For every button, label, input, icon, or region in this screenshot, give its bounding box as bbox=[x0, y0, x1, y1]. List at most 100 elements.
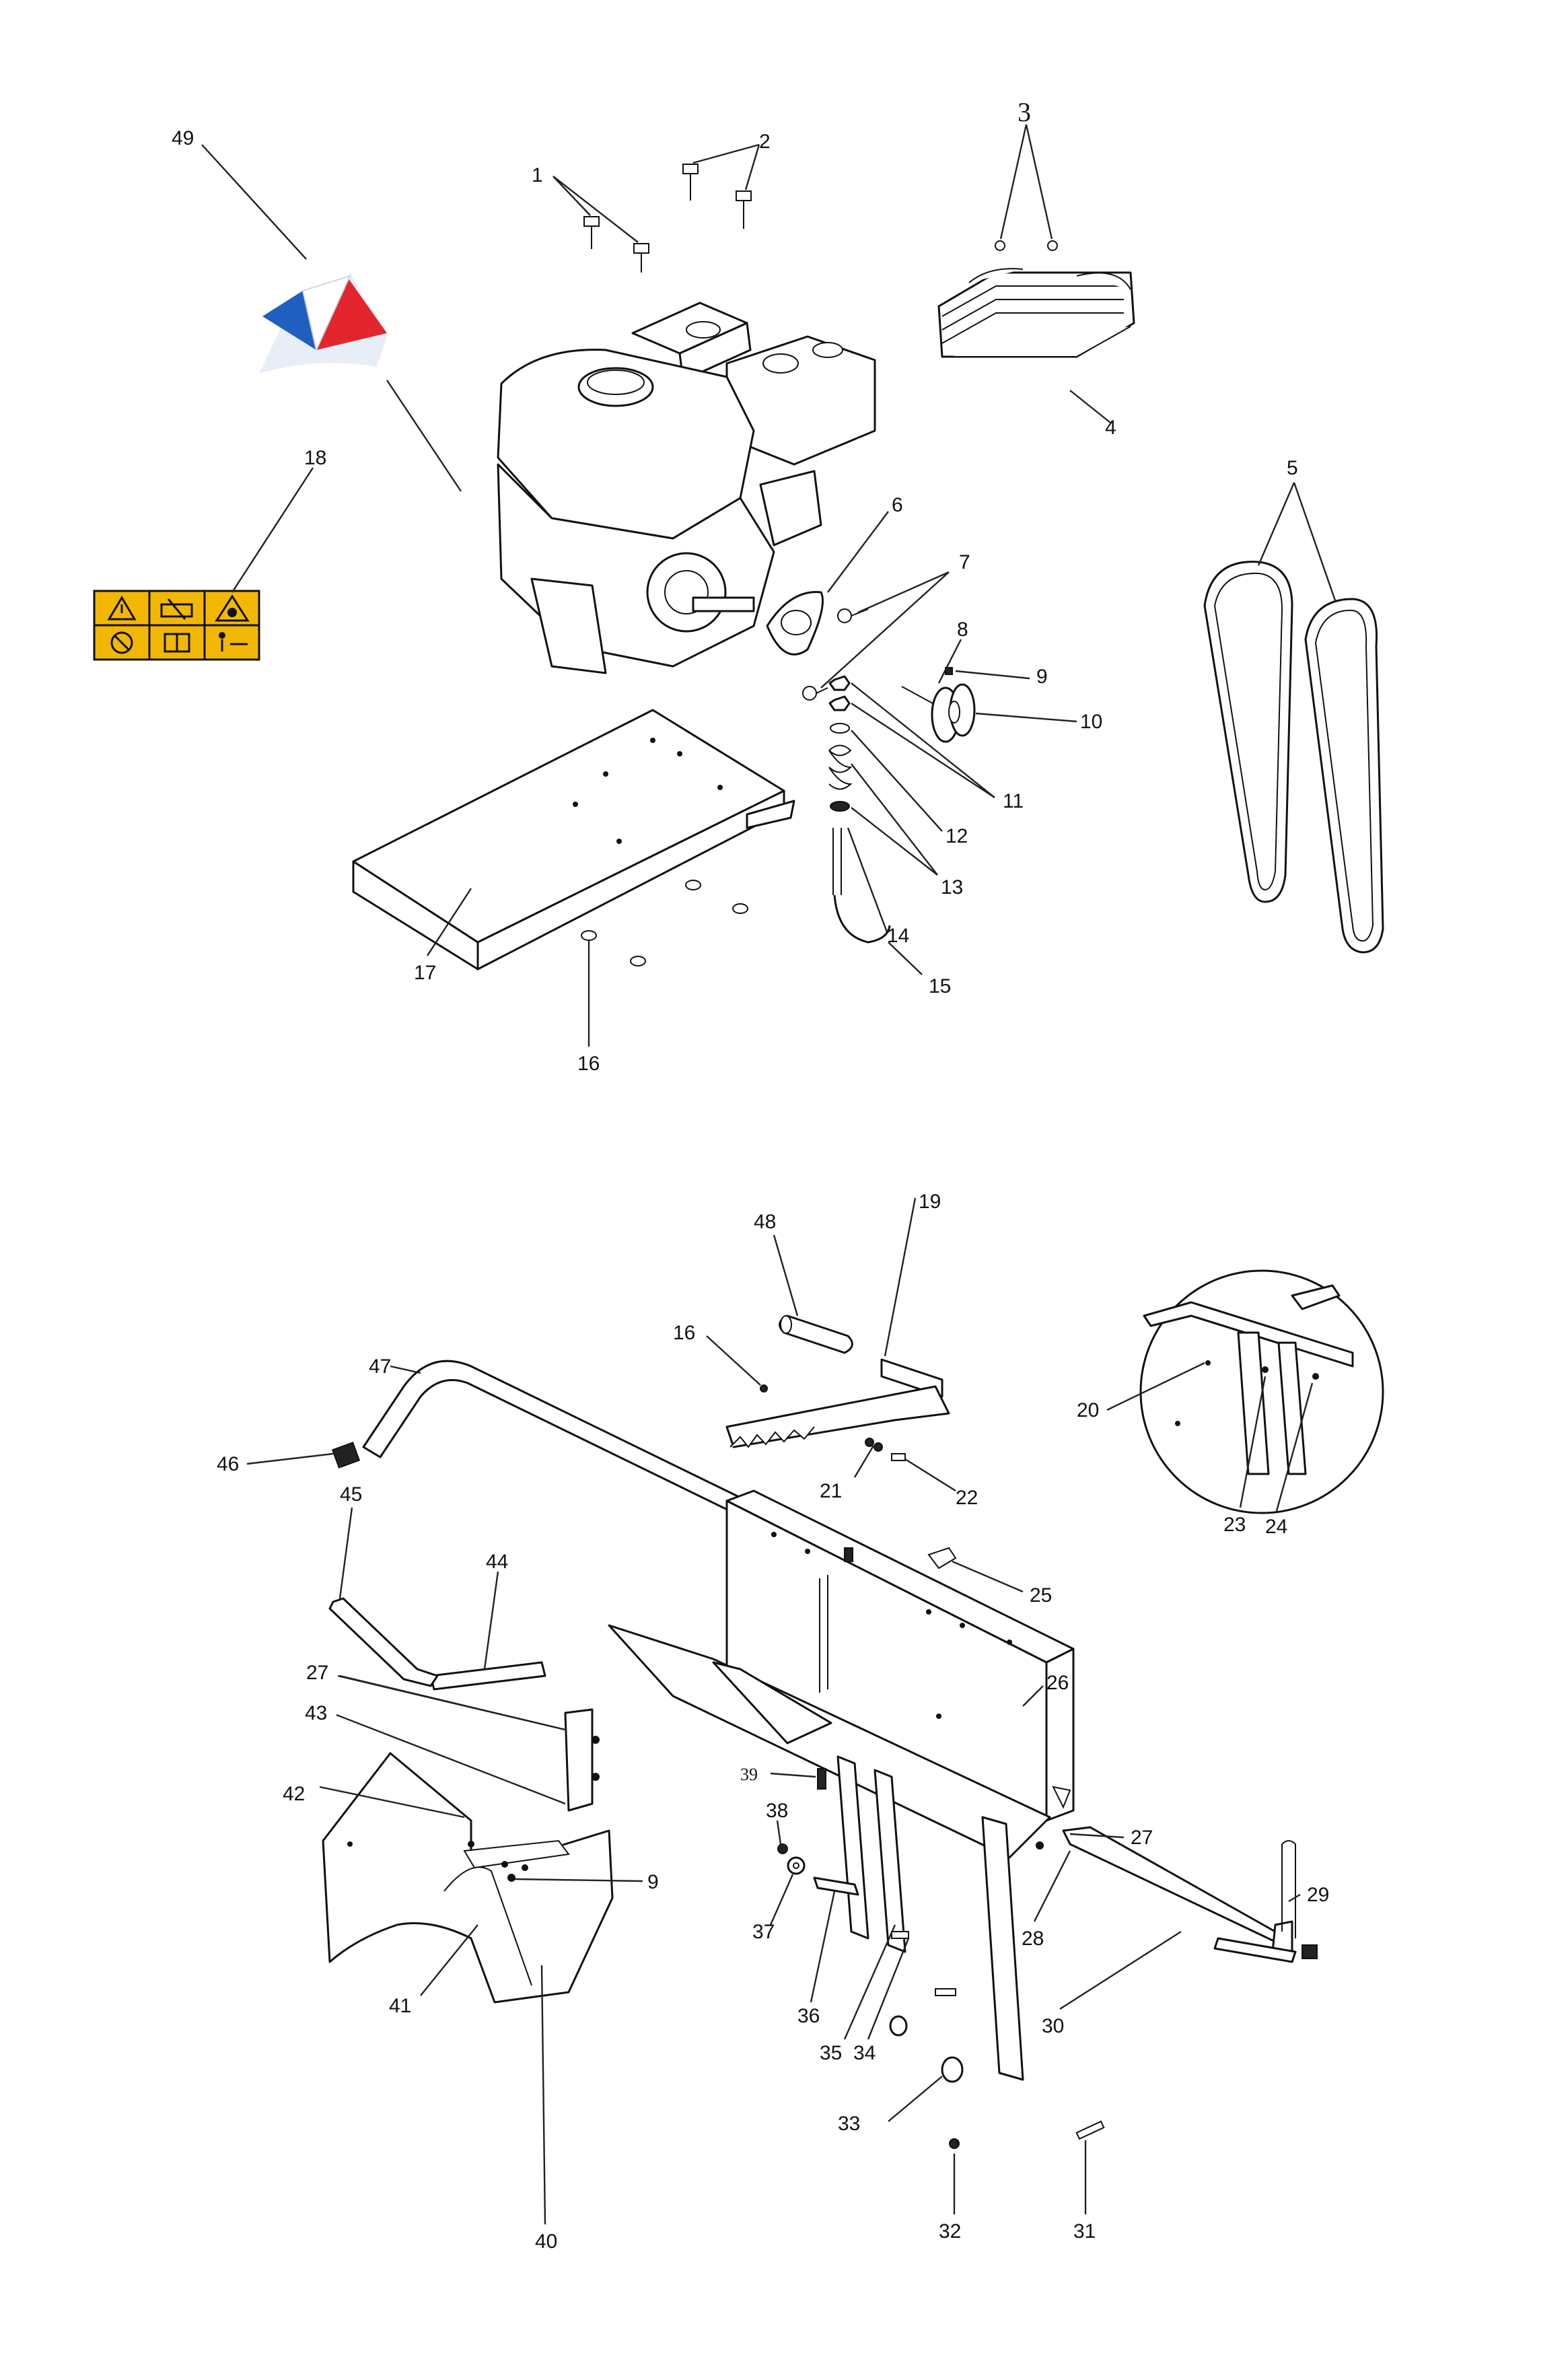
no-smoking-icon bbox=[110, 631, 133, 654]
bolts-2 bbox=[682, 164, 752, 229]
logo-red-stripe bbox=[316, 276, 387, 350]
warning-triangle-icon bbox=[107, 596, 137, 621]
label-8: 8 bbox=[957, 619, 968, 641]
label-7: 7 bbox=[959, 551, 970, 573]
label-46: 46 bbox=[217, 1453, 239, 1475]
label-36: 36 bbox=[797, 2005, 820, 2027]
label-14: 14 bbox=[887, 925, 909, 947]
label-1: 1 bbox=[532, 164, 543, 186]
bracket-43 bbox=[564, 1708, 600, 1812]
label-47: 47 bbox=[369, 1355, 391, 1378]
label-9-top: 9 bbox=[1036, 666, 1048, 688]
label-37: 37 bbox=[752, 1921, 775, 1943]
label-27-right: 27 bbox=[1131, 1827, 1153, 1849]
label-26: 26 bbox=[1046, 1672, 1069, 1694]
label-28: 28 bbox=[1022, 1928, 1044, 1950]
label-48: 48 bbox=[754, 1211, 776, 1233]
bolts-1 bbox=[583, 216, 649, 273]
logo-decal bbox=[259, 273, 387, 374]
label-41: 41 bbox=[389, 1995, 411, 2017]
bolt-31 bbox=[1075, 2120, 1105, 2140]
label-42: 42 bbox=[283, 1783, 305, 1805]
label-44: 44 bbox=[486, 1551, 508, 1573]
label-49: 49 bbox=[172, 127, 194, 149]
label-10: 10 bbox=[1080, 711, 1102, 733]
bolt-22 bbox=[891, 1453, 906, 1461]
bushing-33 bbox=[941, 2056, 964, 2083]
label-9-bottom: 9 bbox=[647, 1871, 659, 1893]
gasket bbox=[766, 591, 824, 656]
belt-cover bbox=[322, 1752, 614, 2004]
label-18: 18 bbox=[304, 447, 326, 469]
warning-label bbox=[93, 590, 260, 661]
fire-hazard-icon bbox=[215, 594, 250, 622]
keep-distance-icon bbox=[219, 632, 248, 651]
label-21: 21 bbox=[820, 1480, 842, 1502]
label-3: 3 bbox=[1018, 97, 1031, 127]
label-38: 38 bbox=[766, 1800, 788, 1822]
label-40: 40 bbox=[535, 2230, 557, 2253]
screws-3 bbox=[995, 240, 1058, 251]
label-27-left: 27 bbox=[306, 1662, 328, 1684]
logo-blue-stripe bbox=[262, 291, 316, 350]
label-31: 31 bbox=[1073, 2220, 1096, 2243]
frame-legs bbox=[836, 1755, 1071, 2081]
bushing-34 bbox=[889, 2015, 908, 2037]
label-24: 24 bbox=[1265, 1516, 1287, 1538]
label-33: 33 bbox=[838, 2113, 860, 2135]
label-19: 19 bbox=[919, 1191, 941, 1213]
latch-36 bbox=[813, 1876, 859, 1896]
clip-25 bbox=[927, 1547, 957, 1570]
deflector-45 bbox=[328, 1597, 439, 1687]
label-45: 45 bbox=[340, 1483, 362, 1506]
label-16-bottom: 16 bbox=[673, 1322, 695, 1344]
label-17: 17 bbox=[414, 962, 436, 984]
label-29: 29 bbox=[1307, 1884, 1329, 1906]
label-25: 25 bbox=[1030, 1584, 1052, 1607]
spring-assembly bbox=[828, 675, 891, 944]
nuts-16 bbox=[581, 880, 748, 966]
muffler-guard bbox=[937, 268, 1135, 358]
engine-base-plate bbox=[352, 709, 795, 971]
read-manual-icon bbox=[164, 633, 190, 653]
label-22: 22 bbox=[956, 1487, 978, 1509]
hand-crush-icon bbox=[160, 598, 193, 620]
label-30: 30 bbox=[1042, 2015, 1064, 2037]
stand bbox=[1062, 1826, 1318, 1963]
deflector-44 bbox=[429, 1661, 546, 1691]
nut-38 bbox=[777, 1843, 788, 1854]
label-5: 5 bbox=[1287, 457, 1298, 479]
pulley bbox=[931, 683, 976, 743]
bolts-7 bbox=[802, 608, 869, 701]
label-32: 32 bbox=[939, 2220, 961, 2243]
label-43: 43 bbox=[305, 1702, 327, 1724]
label-15: 15 bbox=[929, 975, 951, 997]
label-4: 4 bbox=[1105, 417, 1116, 439]
label-35: 35 bbox=[820, 2042, 842, 2064]
label-39: 39 bbox=[740, 1765, 758, 1784]
handle-end-cap bbox=[331, 1442, 361, 1469]
key bbox=[945, 667, 953, 675]
screw-16 bbox=[760, 1384, 768, 1393]
v-belts bbox=[1203, 561, 1384, 954]
spring-39 bbox=[817, 1768, 826, 1790]
engine bbox=[497, 302, 876, 674]
label-13: 13 bbox=[941, 876, 963, 898]
label-23: 23 bbox=[1223, 1514, 1246, 1536]
label-11: 11 bbox=[1003, 790, 1024, 812]
washer-37 bbox=[787, 1856, 806, 1875]
label-2: 2 bbox=[759, 131, 771, 153]
nut-32 bbox=[949, 2138, 960, 2149]
grip bbox=[779, 1314, 853, 1354]
label-34: 34 bbox=[853, 2042, 876, 2064]
label-20: 20 bbox=[1077, 1399, 1099, 1421]
handle-tube bbox=[362, 1360, 742, 1516]
main-frame bbox=[608, 1489, 1075, 1859]
label-6: 6 bbox=[892, 494, 903, 516]
label-12: 12 bbox=[946, 825, 968, 847]
screws-21 bbox=[865, 1438, 883, 1452]
bolt-35 bbox=[891, 1931, 956, 1996]
label-16-top: 16 bbox=[577, 1053, 600, 1075]
ratchet-lever bbox=[725, 1358, 950, 1448]
